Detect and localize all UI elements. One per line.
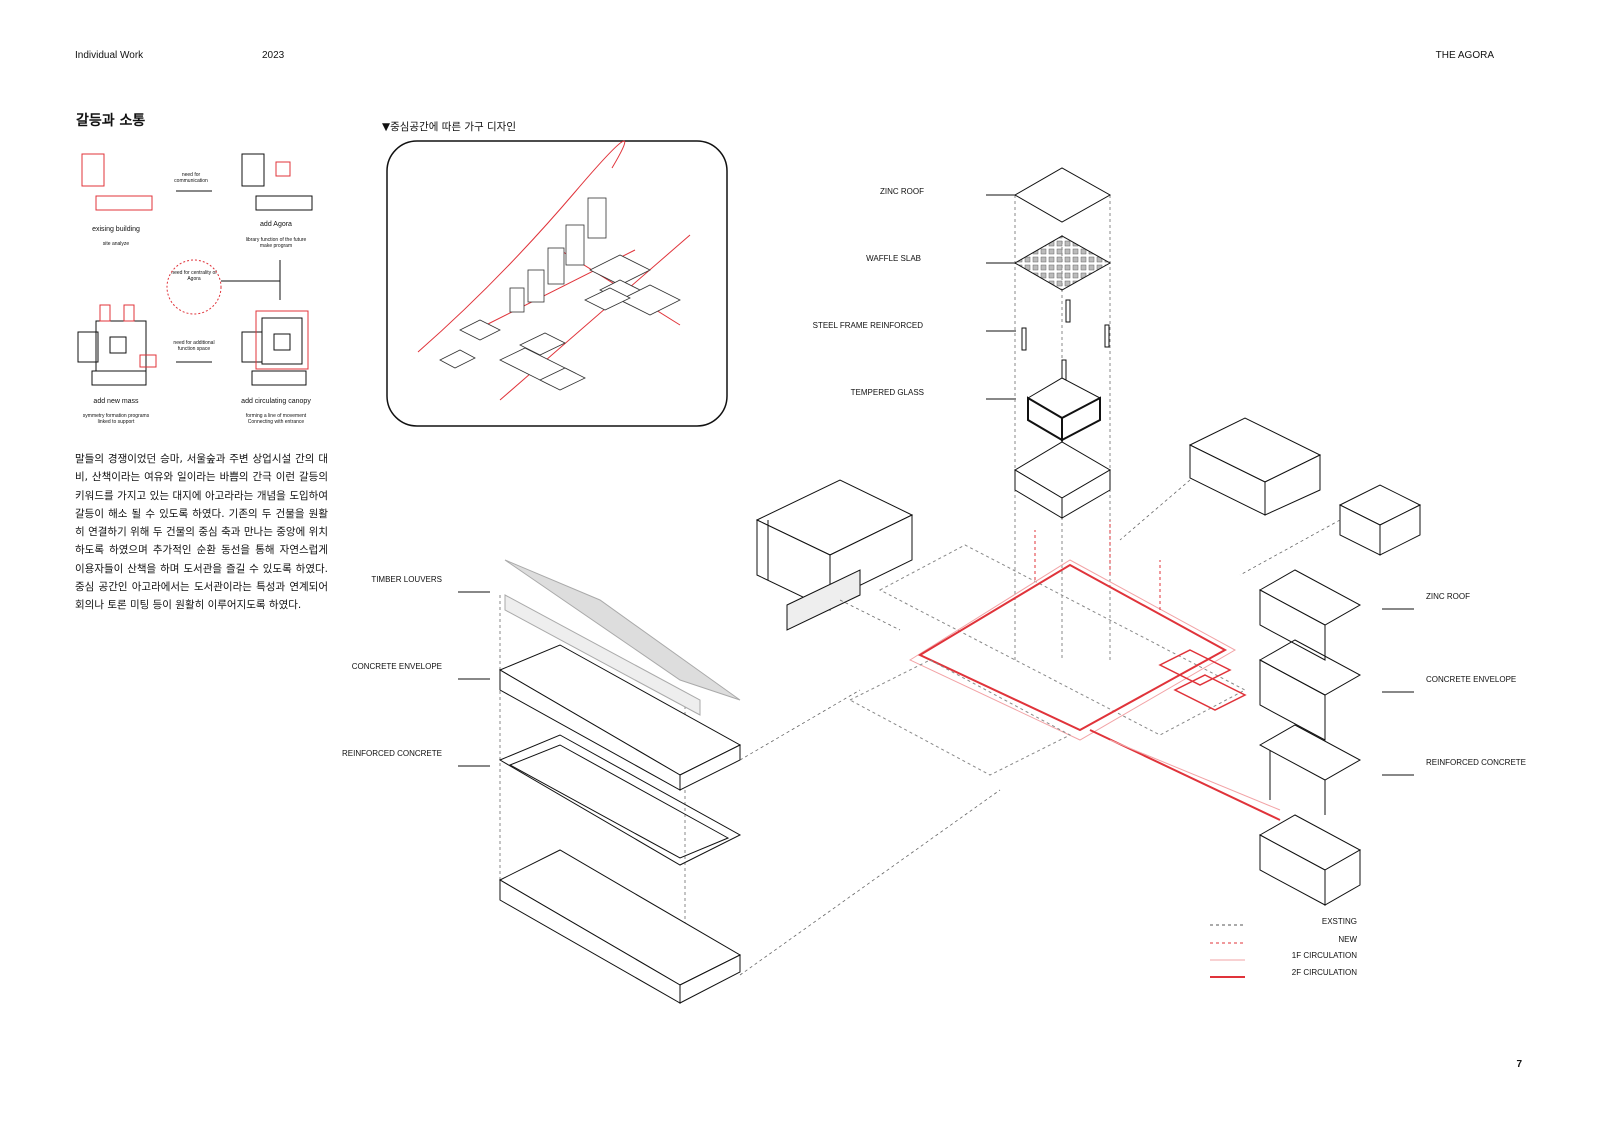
right-exploded-volume	[1258, 569, 1362, 906]
legend-swatches	[1210, 924, 1245, 978]
label-reinforced-concrete-left: REINFORCED CONCRETE	[341, 749, 442, 758]
furniture-tables	[439, 254, 681, 391]
caption-site-analyze: site analyze	[102, 241, 130, 247]
furniture-caption: ▼중심공간에 따른 가구 디자인	[382, 121, 517, 133]
existing-mass-red-vertical	[81, 153, 105, 187]
agora-mass-horizontal	[255, 195, 313, 211]
caption-add-canopy-sub: forming a line of movement Connecting wi…	[245, 413, 307, 425]
caption-add-new-mass-sub: symmetry formation programs linked to su…	[82, 413, 150, 425]
canopy-outline	[255, 310, 309, 370]
label-zinc-roof-center: ZINC ROOF	[880, 187, 924, 196]
caption-need-communication: need for communication	[174, 172, 208, 184]
header-left: Individual Work	[75, 50, 144, 61]
description-paragraph: 말들의 경쟁이었던 승마, 서울숲과 주변 상업시설 간의 대비, 산책이라는 …	[75, 453, 328, 612]
furniture-shelves	[509, 197, 607, 313]
left-exploded-volume	[498, 559, 742, 1004]
legend-1f-label: 1F CIRCULATION	[1291, 951, 1357, 960]
reinforced-concrete-frame	[498, 734, 742, 866]
agora-plaza	[848, 520, 1281, 821]
caption-existing-building: exising building	[92, 226, 140, 233]
section-title: 갈등과 소통	[76, 113, 146, 129]
new-mass-outline	[95, 320, 147, 372]
centrality-circle	[166, 259, 222, 315]
caption-need-centrality: need for centrality of Agora	[171, 270, 217, 282]
existing-mass-red-horizontal	[95, 195, 153, 211]
caption-add-new-mass: add new mass	[93, 398, 139, 405]
leader-lines-left	[458, 591, 490, 767]
timber-louvers	[504, 559, 741, 701]
caption-need-additional: need for additional function space	[173, 340, 215, 352]
legend-existing-label: EXSTING	[1321, 917, 1357, 926]
concept-diagram	[77, 153, 313, 386]
header-right: THE AGORA	[1435, 50, 1494, 61]
furniture-design-frame	[386, 140, 728, 427]
page-number: 7	[1516, 1059, 1522, 1070]
center-tower	[986, 167, 1112, 660]
header-year: 2023	[262, 50, 285, 61]
right-existing-building	[1188, 417, 1422, 556]
zinc-roof-plate	[1013, 167, 1112, 223]
waffle-slab	[1013, 235, 1112, 291]
caption-add-agora-sub: library function of the future make prog…	[245, 237, 307, 249]
caption-add-canopy: add circulating canopy	[241, 398, 311, 405]
label-tempered-glass: TEMPERED GLASS	[850, 388, 924, 397]
projection-lines	[739, 479, 1341, 976]
circulation-2f	[917, 563, 1228, 732]
label-concrete-envelope-left: CONCRETE ENVELOPE	[351, 662, 442, 671]
label-timber-louvers: TIMBER LOUVERS	[371, 575, 442, 584]
agora-mass-red-square	[275, 161, 291, 177]
agora-mass-vertical	[241, 153, 265, 187]
legend-2f-label: 2F CIRCULATION	[1291, 968, 1357, 977]
steel-column	[1065, 299, 1071, 323]
label-concrete-envelope-right: CONCRETE ENVELOPE	[1426, 675, 1517, 684]
label-steel-frame: STEEL FRAME REINFORCED	[812, 321, 923, 330]
label-waffle-slab: WAFFLE SLAB	[866, 254, 921, 263]
label-zinc-roof-right: ZINC ROOF	[1426, 592, 1470, 601]
label-reinforced-concrete-right: REINFORCED CONCRETE	[1426, 758, 1527, 767]
leader-lines-right	[1382, 608, 1414, 776]
left-existing-building	[755, 479, 914, 631]
caption-add-agora: add Agora	[260, 221, 292, 228]
legend-new-label: NEW	[1338, 935, 1357, 944]
